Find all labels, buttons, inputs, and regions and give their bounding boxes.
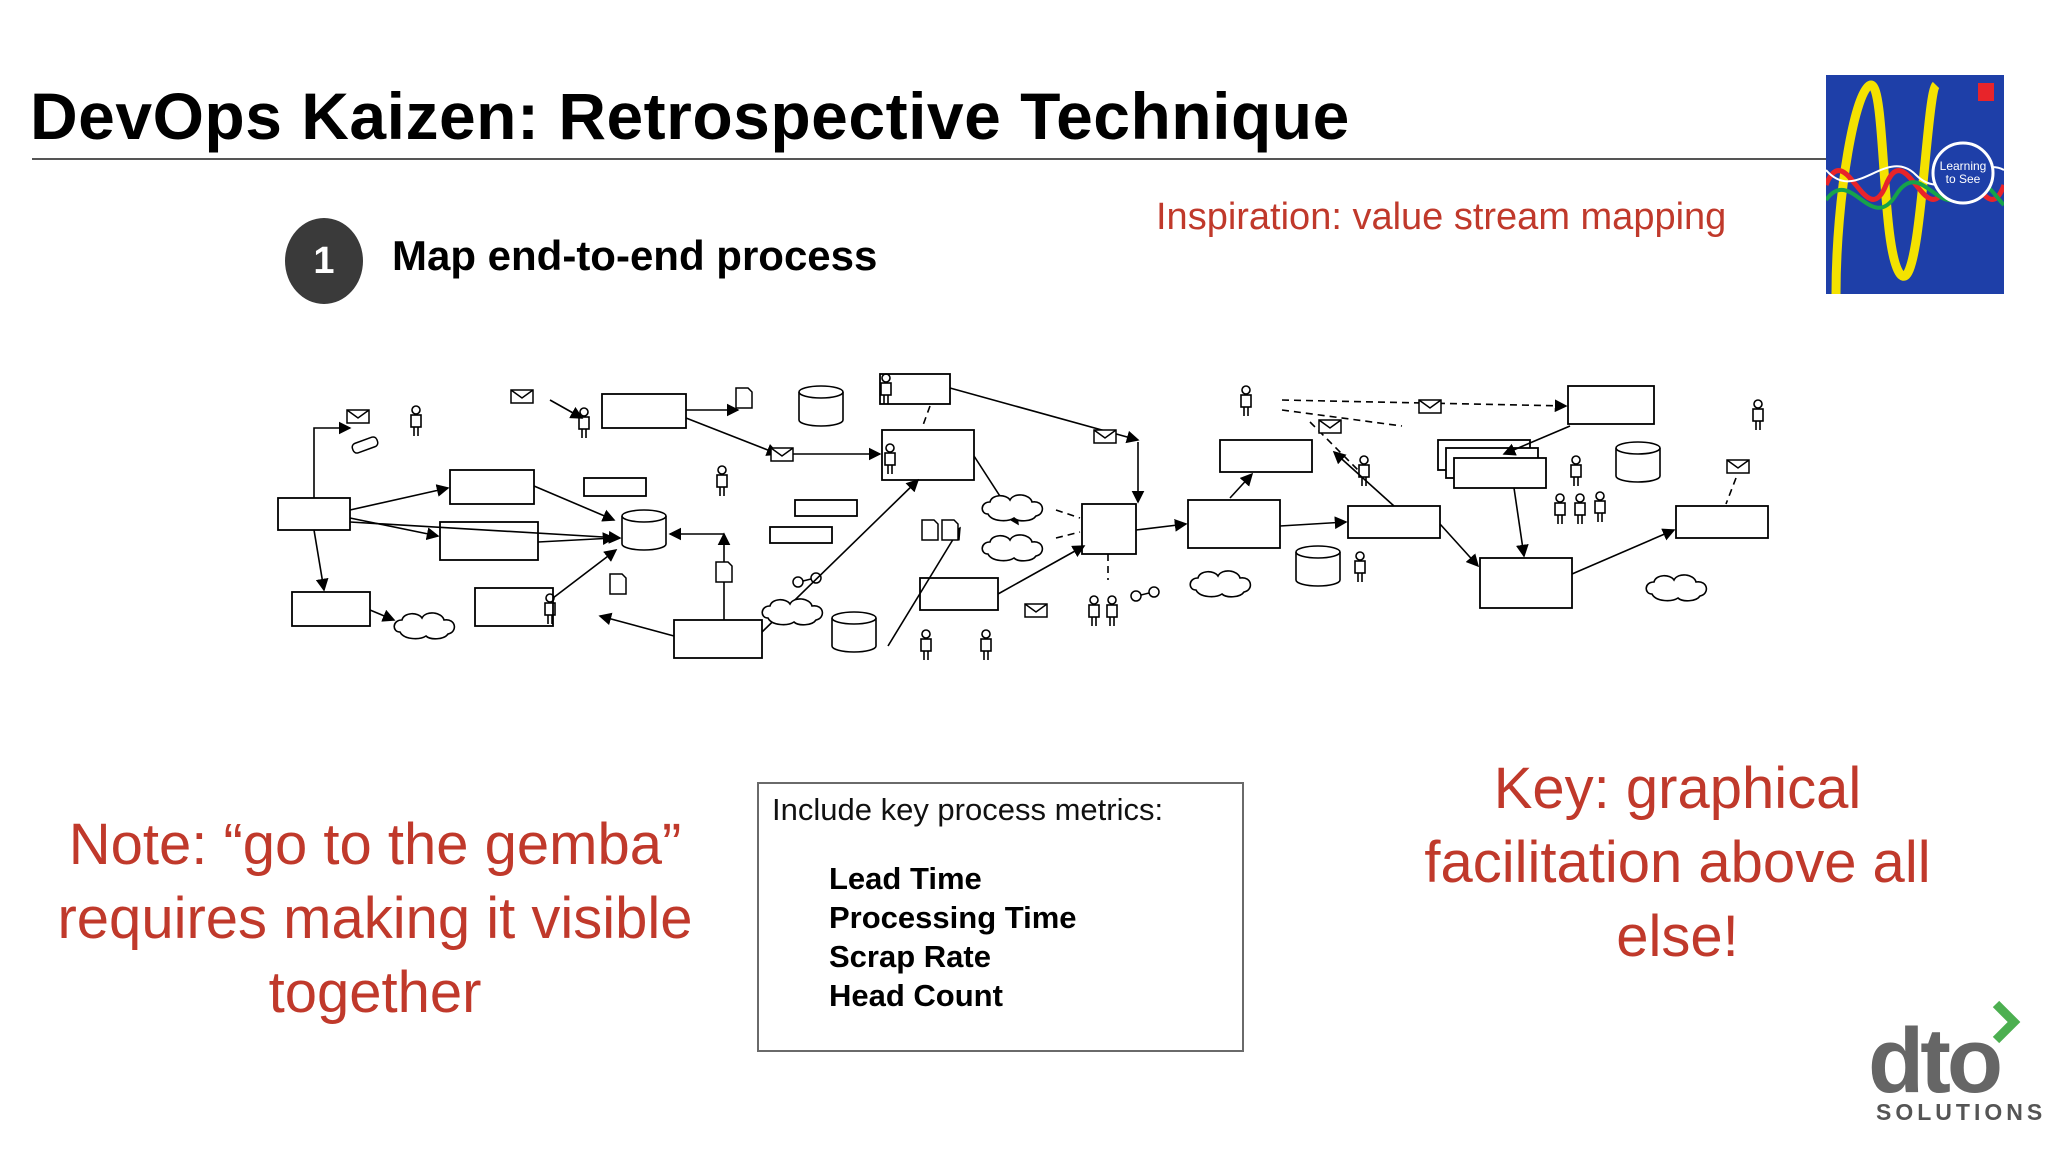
step-label: Map end-to-end process	[392, 232, 878, 279]
gemba-note: Note: “go to the gemba” requires making …	[57, 812, 693, 1025]
svg-text:to See: to See	[1946, 172, 1981, 186]
value-stream-map-diagram	[277, 373, 1769, 661]
metric-lead-time: Lead Time	[829, 861, 982, 896]
metrics-heading: Include key process metrics:	[772, 792, 1164, 827]
step-number-badge: 1	[285, 218, 363, 304]
inspiration-text: Inspiration: value stream mapping	[1156, 196, 1727, 238]
slide-title: DevOps Kaizen: Retrospective Technique	[30, 79, 1350, 153]
dto-solutions-logo: dto	[1868, 1000, 2021, 1112]
phone-icon	[351, 436, 379, 454]
key-callout: Key: graphical facilitation above all el…	[1424, 756, 1931, 969]
book-title-line: Learning	[1940, 159, 1987, 173]
logo-subtitle: SOLUTIONS	[1876, 1099, 2047, 1125]
metrics-box: Include key process metrics: Lead Time P…	[757, 782, 1244, 1052]
metrics-list: Lead Time Processing Time Scrap Rate Hea…	[829, 859, 1077, 1015]
metric-scrap-rate: Scrap Rate	[829, 939, 991, 974]
book-cover-image: Learning to See	[1826, 75, 2004, 294]
logo-wordmark: dto	[1868, 1010, 2000, 1112]
glasses-icons	[792, 572, 1160, 602]
title-underline	[32, 158, 1827, 160]
metric-processing-time: Processing Time	[829, 900, 1077, 935]
metric-head-count: Head Count	[829, 978, 1003, 1013]
